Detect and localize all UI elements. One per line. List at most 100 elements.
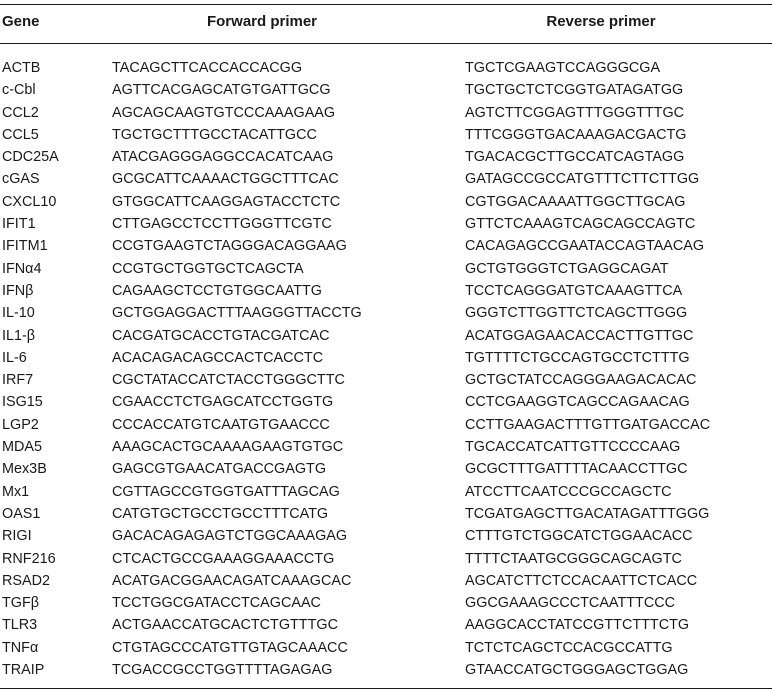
table-row: TNFα CTGTAGCCCATGTTGTAGCAAACC TCTCTCAGCTCC…: [0, 637, 772, 659]
reverse-primer-cell: AGCATCTTCTCCACAATTCTCACC: [465, 572, 698, 589]
forward-primer-cell: AGTTCACGAGCATGTGATTGCG: [112, 82, 331, 99]
reverse-primer-cell: TTTCGGGTGACAAAGACGACTG: [465, 126, 687, 143]
forward-primer-cell: CTGTAGCCCATGTTGTAGCAAACC: [112, 639, 348, 656]
gene-cell: TRAIP: [2, 662, 45, 679]
reverse-primer-cell: GGCGAAAGCCCTCAATTTCCC: [465, 595, 675, 612]
reverse-primer-cell: AAGGCACCTATCCGTTCTTTCTG: [465, 617, 690, 634]
gene-cell: RNF216: [2, 550, 56, 567]
forward-primer-cell: AAAGCACTGCAAAAGAAGTGTGC: [112, 439, 344, 456]
forward-primer-cell: GACACAGAGAGTCTGGCAAAGAG: [112, 528, 348, 545]
reverse-primer-cell: CCTTGAAGACTTTGTTGATGACCAC: [465, 416, 711, 433]
gene-cell: MDA5: [2, 439, 42, 456]
gene-cell: CCL2: [2, 104, 39, 121]
forward-primer-cell: ACATGACGGAACAGATCAAAGCAC: [112, 572, 352, 589]
gene-cell: TGFβ: [2, 595, 40, 612]
table-row: TRAIP TCGACCGCCTGGTTTTAGAGAG GTAACCATGCTGG…: [0, 659, 772, 681]
reverse-primer-cell: TCCTCAGGGATGTCAAAGTTCA: [465, 282, 683, 299]
table-row: RSAD2 ACATGACGGAACAGATCAAAGCAC AGCATCTTCTC…: [0, 570, 772, 592]
forward-primer-cell: CGTTAGCCGTGGTGATTTAGCAG: [112, 483, 340, 500]
gene-cell: CXCL10: [2, 193, 57, 210]
header-divider-rule: [0, 43, 772, 44]
gene-cell: ACTB: [2, 60, 41, 76]
forward-primer-cell: CTTGAGCCTCCTTGGGTTCGTC: [112, 216, 332, 233]
table-row: c-Cbl AGTTCACGAGCATGTGATTGCG TGCTGCTCTCGGT…: [0, 79, 772, 101]
reverse-primer-cell: TGACACGCTTGCCATCAGTAGG: [465, 149, 685, 166]
forward-primer-cell: CCGTGAAGTCTAGGGACAGGAAG: [112, 238, 347, 255]
forward-primer-cell: GCTGGAGGACTTTAAGGGTTACCTG: [112, 305, 362, 322]
forward-primer-cell: CCGTGCTGGTGCTCAGCTA: [112, 260, 304, 277]
reverse-primer-cell: TGCTCGAAGTCCAGGGCGA: [465, 60, 661, 76]
forward-primer-cell: CAGAAGCTCCTGTGGCAATTG: [112, 282, 322, 299]
table-row: Mex3B GAGCGTGAACATGACCGAGTG GCGCTTTGATTTTA…: [0, 458, 772, 480]
gene-cell: Mex3B: [2, 461, 47, 478]
gene-cell: IL1-β: [2, 327, 36, 344]
forward-primer-cell: ACTGAACCATGCACTCTGTTTGC: [112, 617, 338, 634]
gene-cell: cGAS: [2, 171, 40, 188]
table-row: RIGI GACACAGAGAGTCTGGCAAAGAG CTTTGTCTGGCAT…: [0, 525, 772, 547]
reverse-primer-cell: TGCTGCTCTCGGTGATAGATGG: [465, 82, 684, 99]
reverse-primer-cell: TGCACCATCATTGTTCCCCAAG: [465, 439, 681, 456]
reverse-primer-cell: GGGTCTTGGTTCTCAGCTTGGG: [465, 305, 688, 322]
forward-primer-cell: AGCAGCAAGTGTCCCAAAGAAG: [112, 104, 336, 121]
gene-cell: IL-10: [2, 305, 35, 322]
table-row: TGFβ TCCTGGCGATACCTCAGCAAC GGCGAAAGCCCTCAA…: [0, 592, 772, 614]
gene-cell: IFITM1: [2, 238, 48, 255]
forward-primer-cell: GAGCGTGAACATGACCGAGTG: [112, 461, 327, 478]
gene-cell: Mx1: [2, 483, 30, 500]
table-row: TLR3 ACTGAACCATGCACTCTGTTTGC AAGGCACCTATCC…: [0, 614, 772, 636]
gene-cell: TNFα: [2, 639, 39, 656]
table-top-rule: [0, 4, 772, 5]
gene-cell: CDC25A: [2, 149, 59, 166]
forward-primer-cell: CACGATGCACCTGTACGATCAC: [112, 327, 330, 344]
reverse-primer-cell: GCTGCTATCCAGGGAAGACACAC: [465, 372, 697, 389]
gene-cell: IFNβ: [2, 282, 34, 299]
reverse-primer-cell: GCGCTTTGATTTTACAACCTTGC: [465, 461, 688, 478]
forward-primer-cell: TCCTGGCGATACCTCAGCAAC: [112, 595, 321, 612]
reverse-primer-cell: CGTGGACAAAATTGGCTTGCAG: [465, 193, 686, 210]
forward-primer-cell: TGCTGCTTTGCCTACATTGCC: [112, 126, 317, 143]
reverse-primer-cell: TCTCTCAGCTCCACGCCATTG: [465, 639, 673, 656]
reverse-primer-cell: ACATGGAGAACACCACTTGTTGC: [465, 327, 694, 344]
reverse-primer-cell: TGTTTTCTGCCAGTGCCTCTTTG: [465, 349, 690, 366]
table-bottom-rule: [0, 688, 772, 689]
reverse-primer-cell: GCTGTGGGTCTGAGGCAGAT: [465, 260, 669, 277]
table-row: ISG15 CGAACCTCTGAGCATCCTGGTG CCTCGAAGGTCAG…: [0, 391, 772, 413]
forward-primer-cell: TCGACCGCCTGGTTTTAGAGAG: [112, 662, 333, 679]
gene-cell: LGP2: [2, 416, 39, 433]
reverse-primer-cell: CCTCGAAGGTCAGCCAGAACAG: [465, 394, 690, 411]
gene-cell: RIGI: [2, 528, 32, 545]
table-row: CCL2 AGCAGCAAGTGTCCCAAAGAAG AGTCTTCGGAGTTT…: [0, 102, 772, 124]
reverse-primer-cell: GTTCTCAAAGTCAGCAGCCAGTC: [465, 216, 696, 233]
table-row: cGAS GCGCATTCAAAACTGGCTTTCAC GATAGCCGCCATG…: [0, 168, 772, 190]
reverse-primer-cell: TTTTCTAATGCGGGCAGCAGTC: [465, 550, 682, 567]
gene-cell: TLR3: [2, 617, 38, 634]
reverse-primer-cell: CTTTGTCTGGCATCTGGAACACC: [465, 528, 693, 545]
forward-primer-cell: CATGTGCTGCCTGCCTTTCATG: [112, 505, 329, 522]
reverse-primer-cell: AGTCTTCGGAGTTTGGGTTTGC: [465, 104, 685, 121]
forward-primer-cell: CGAACCTCTGAGCATCCTGGTG: [112, 394, 334, 411]
gene-cell: IL-6: [2, 349, 27, 366]
gene-cell: RSAD2: [2, 572, 50, 589]
gene-cell: ISG15: [2, 394, 43, 411]
gene-cell: c-Cbl: [2, 82, 36, 99]
forward-primer-cell: CCCACCATGTCAATGTGAACCC: [112, 416, 330, 433]
gene-cell: OAS1: [2, 505, 41, 522]
header-forward-primer: Forward primer: [206, 13, 318, 30]
gene-cell: IRF7: [2, 372, 34, 389]
table-row: IL1-β CACGATGCACCTGTACGATCAC ACATGGAGAACAC…: [0, 325, 772, 347]
forward-primer-cell: GCGCATTCAAAACTGGCTTTCAC: [112, 171, 339, 188]
reverse-primer-cell: GATAGCCGCCATGTTTCTTCTTGG: [465, 171, 700, 188]
reverse-primer-cell: GTAACCATGCTGGGAGCTGGAG: [465, 662, 689, 679]
